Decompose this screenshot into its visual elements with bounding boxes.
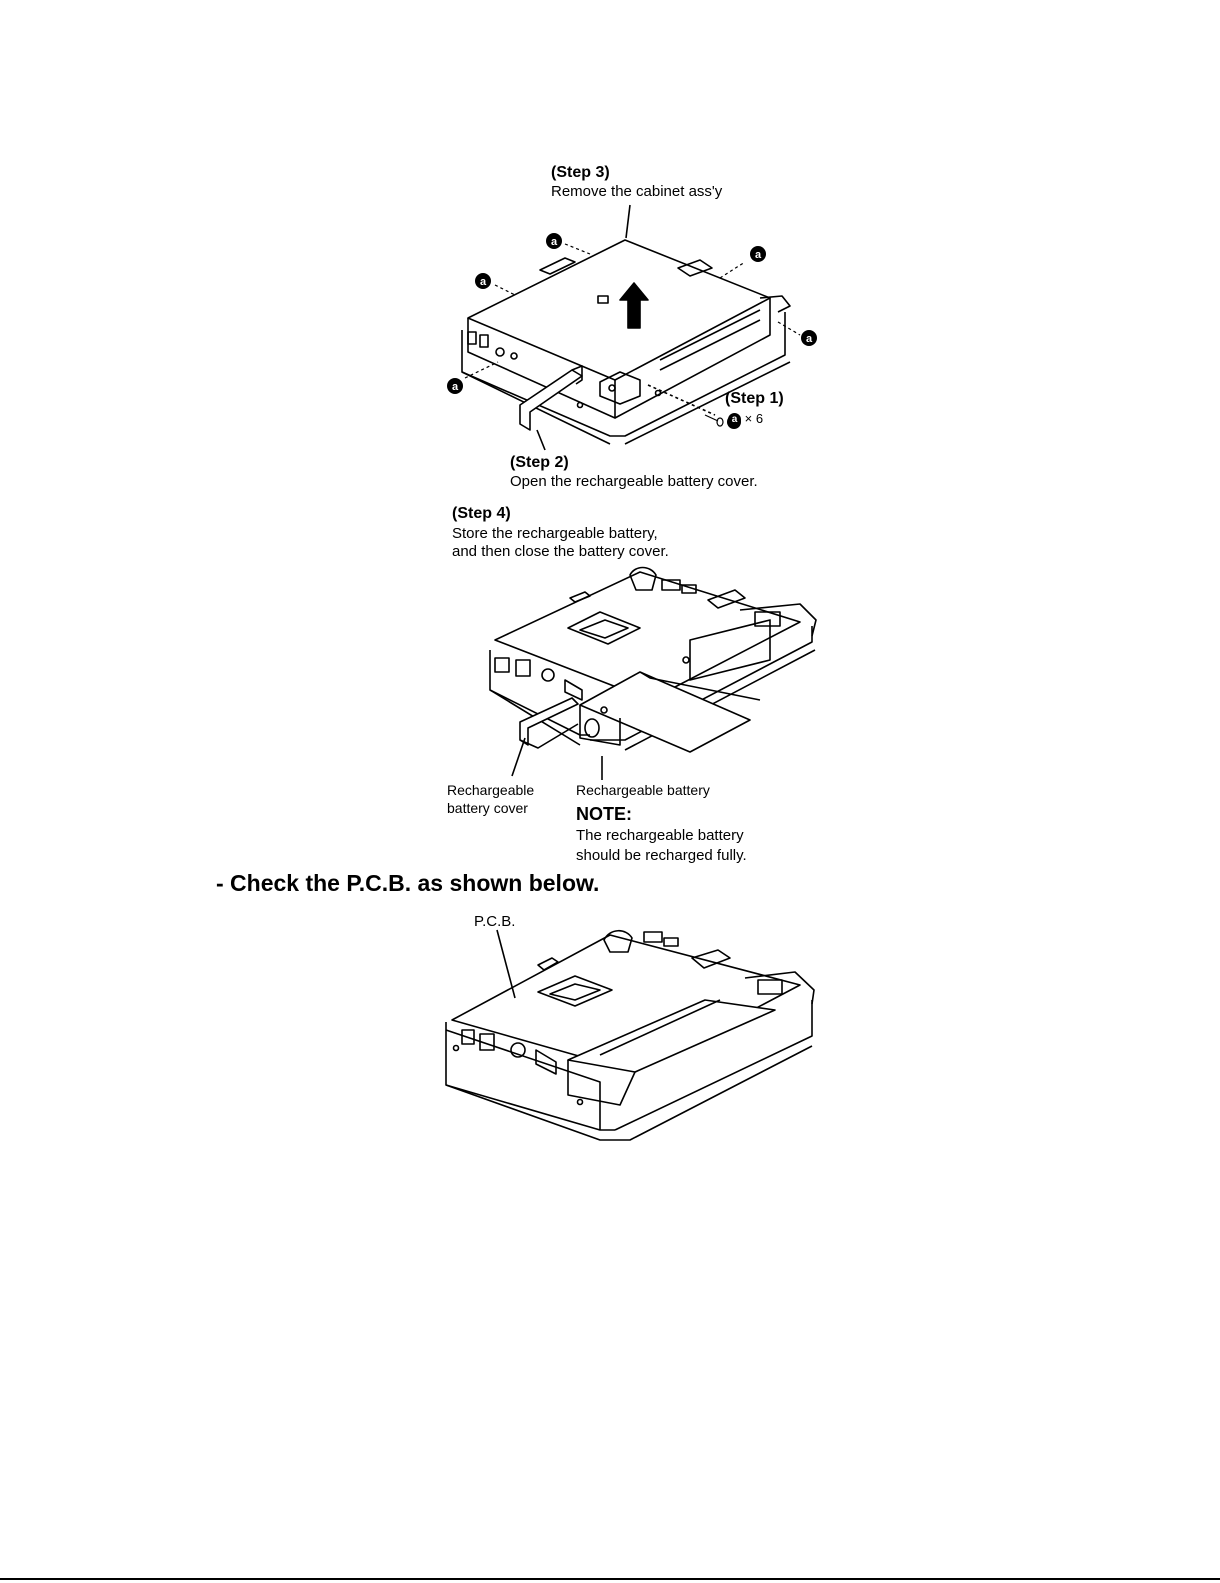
step4-title: (Step 4)	[452, 505, 511, 522]
svg-text:a: a	[551, 236, 558, 248]
step4-line1: Store the rechargeable battery,	[452, 525, 658, 542]
svg-text:a: a	[452, 381, 459, 393]
pcb-label: P.C.B.	[474, 913, 516, 930]
note-line1: The rechargeable battery	[576, 827, 744, 844]
battery-label: Rechargeable battery	[576, 782, 710, 798]
battery-cover-label-line1: Rechargeable	[447, 782, 535, 798]
step3-title: (Step 3)	[551, 164, 610, 181]
screw-count: × 6	[744, 411, 764, 426]
note-title: NOTE:	[576, 804, 632, 824]
svg-text:a: a	[480, 276, 487, 288]
step2-title: (Step 2)	[510, 454, 569, 471]
step2-text: Open the rechargeable battery cover.	[510, 473, 758, 490]
step3-text: Remove the cabinet ass'y	[551, 183, 723, 200]
svg-text:a: a	[806, 333, 813, 345]
svg-text:a: a	[755, 249, 762, 261]
note-line2: should be recharged fully.	[576, 847, 747, 864]
step4-line2: and then close the battery cover.	[452, 543, 669, 560]
battery-cover-label-line2: battery cover	[447, 800, 528, 816]
screw-marker-icon: a	[728, 413, 741, 427]
page-bottom-rule	[0, 1578, 1220, 1580]
section-heading: - Check the P.C.B. as shown below.	[216, 870, 600, 896]
step1-screw-count: a × 6	[728, 411, 764, 427]
step1-title: (Step 1)	[725, 390, 784, 407]
